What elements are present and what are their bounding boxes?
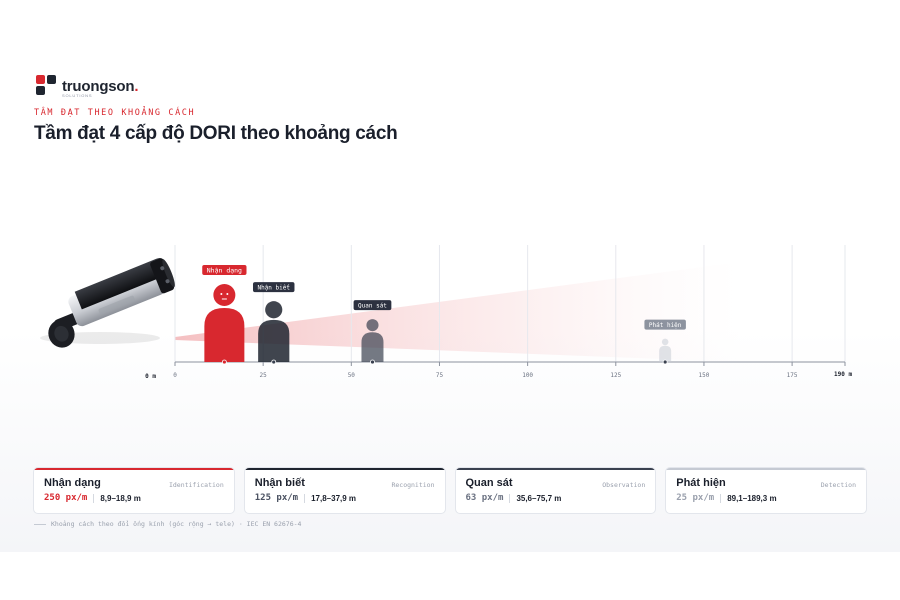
axis-marker — [221, 359, 227, 365]
dori-level-cards: Nhận dạng Identification 250 px/m 8,9–18,… — [33, 467, 867, 514]
footnote: Khoảng cách theo đổi ống kính (góc rộng … — [34, 520, 301, 528]
axis-marker — [271, 359, 277, 365]
label-tag — [353, 300, 392, 311]
card-title: Phát hiện — [676, 477, 726, 489]
card-range: 17,8–37,9 m — [311, 493, 357, 503]
card-english-label: Detection — [820, 481, 856, 489]
figure-head — [265, 301, 283, 319]
axis-end-label: 190 m — [834, 371, 852, 378]
figure-head — [366, 319, 379, 332]
card-english-label: Identification — [168, 481, 224, 489]
figure-2 — [258, 301, 290, 362]
card-english-label: Observation — [602, 481, 646, 489]
figure-label: Phát hiện — [644, 319, 686, 330]
card-range: 89,1–189,3 m — [727, 493, 777, 503]
card-title: Nhận biết — [254, 477, 305, 489]
label-text: Nhận dạng — [207, 267, 242, 275]
figure-label: Nhận biết — [252, 282, 295, 293]
x-axis-ticks: 0 25 50 75 100 125 150 175 — [173, 362, 846, 379]
label-text: Phát hiện — [649, 322, 682, 329]
figure-body — [258, 319, 290, 362]
tick-label: 125 — [610, 372, 621, 379]
tick-label: 75 — [436, 372, 444, 379]
figure-body — [204, 308, 245, 362]
card-observation: Quan sát Observation 63 px/m 35,6–75,7 m — [454, 467, 657, 514]
card-pixel-density: 250 px/m — [44, 493, 88, 503]
axis-origin-label: 0 m — [145, 373, 156, 380]
card-pixel-density: 25 px/m — [676, 493, 715, 503]
label-tag — [252, 282, 295, 293]
card-pixel-density: 125 px/m — [254, 493, 299, 503]
tick-label: 100 — [522, 372, 533, 379]
card-recognition: Nhận biết Recognition 125 px/m 17,8–37,9 … — [243, 467, 446, 514]
logo-mark-icon — [36, 75, 58, 97]
brand-tagline: SOLUTIONS — [62, 93, 93, 98]
figure-label: Nhận dạng — [202, 265, 247, 275]
label-text: Quan sát — [358, 303, 387, 310]
figure-body — [361, 332, 384, 362]
card-detection: Phát hiện Detection 25 px/m 89,1–189,3 m — [665, 467, 867, 514]
grid-lines — [174, 245, 846, 362]
axis-marker — [662, 359, 668, 365]
figure-body — [659, 345, 672, 362]
card-title: Quan sát — [465, 477, 513, 489]
camera-beam — [175, 262, 740, 362]
card-range: 35,6–75,7 m — [516, 493, 562, 503]
eye — [226, 293, 229, 295]
tick-label: 150 — [699, 372, 710, 379]
figure-1 — [204, 284, 245, 362]
card-identification: Nhận dạng Identification 250 px/m 8,9–18,… — [33, 467, 235, 514]
page-title: Tầm đạt 4 cấp độ DORI theo khoảng cách — [34, 123, 398, 144]
card-english-label: Recognition — [391, 481, 435, 489]
card-pixel-density: 63 px/m — [465, 493, 504, 503]
label-tag — [202, 265, 247, 275]
axis-marker — [370, 359, 375, 365]
label-text: Nhận biết — [257, 285, 290, 292]
brand-name: truongson. — [62, 77, 139, 95]
tick-label: 50 — [348, 372, 356, 379]
figure-4 — [659, 338, 672, 362]
bullet-camera-icon — [40, 258, 175, 348]
tick-label: 0 — [173, 372, 177, 379]
card-range: 8,9–18,9 m — [100, 493, 141, 503]
label-tag — [644, 319, 686, 330]
figure-head — [661, 338, 669, 346]
section-eyebrow: TẦM ĐẠT THEO KHOẢNG CÁCH — [34, 108, 196, 118]
card-title: Nhận dạng — [44, 477, 101, 489]
brand-logo: truongson. SOLUTIONS — [36, 75, 139, 98]
eye — [220, 293, 223, 295]
tick-label: 175 — [787, 372, 798, 379]
figure-3 — [361, 319, 384, 362]
tick-label: 25 — [260, 372, 268, 379]
figure-head — [213, 284, 236, 306]
figure-label: Quan sát — [353, 300, 392, 311]
